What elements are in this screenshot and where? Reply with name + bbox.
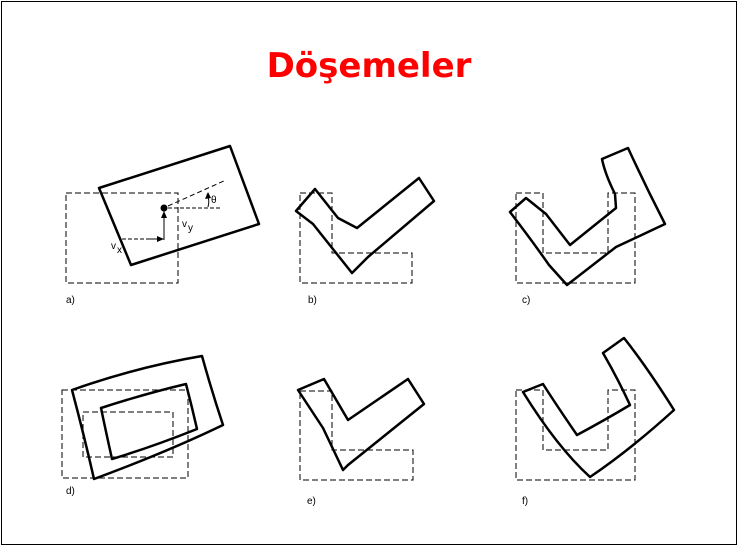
panel-f: f) xyxy=(515,336,676,507)
panel-label-e: e) xyxy=(307,496,316,507)
panel-f-original-outline xyxy=(515,389,636,481)
panel-label-b: b) xyxy=(308,295,317,306)
vy-symbol: v xyxy=(182,219,187,230)
panel-d: d) xyxy=(61,354,225,497)
panel-c-deformed-shape xyxy=(508,146,667,287)
panel-a-angle-arrowhead xyxy=(205,192,211,199)
panel-a-vy-arrowhead xyxy=(161,211,167,218)
slide-title: Döşemeler xyxy=(266,46,472,86)
panel-e: e) xyxy=(296,377,426,507)
panel-f-deformed-shape xyxy=(521,336,676,479)
panel-label-c: c) xyxy=(522,295,530,306)
panel-d-inner-original-outline xyxy=(82,411,174,458)
vx-symbol: v xyxy=(111,241,116,252)
panel-b-deformed-shape xyxy=(294,176,436,275)
panel-a-vx-arrowhead xyxy=(157,236,164,242)
panel-b: b) xyxy=(294,176,436,306)
panel-b-original-outline xyxy=(299,192,413,284)
panel-d-inner-deformed-shape xyxy=(99,382,199,461)
panel-a-deformed-shape xyxy=(97,144,261,267)
panel-d-outer-deformed-shape xyxy=(70,354,225,481)
panel-c-original-outline xyxy=(515,192,636,284)
vx-subscript: x xyxy=(117,245,122,256)
panel-a: θ v y v x a) xyxy=(65,144,261,306)
panel-e-original-outline xyxy=(299,390,414,481)
panel-label-f: f) xyxy=(522,496,528,507)
panel-d-original-outline xyxy=(61,389,189,479)
panel-a-original-outline xyxy=(65,192,179,284)
panel-label-d: d) xyxy=(66,486,75,497)
vy-subscript: y xyxy=(188,223,193,234)
panel-a-rotation-axis xyxy=(167,179,227,207)
panel-label-a: a) xyxy=(66,295,75,306)
panel-e-deformed-shape xyxy=(296,377,426,472)
theta-symbol: θ xyxy=(211,195,217,206)
panel-c: c) xyxy=(508,146,667,306)
